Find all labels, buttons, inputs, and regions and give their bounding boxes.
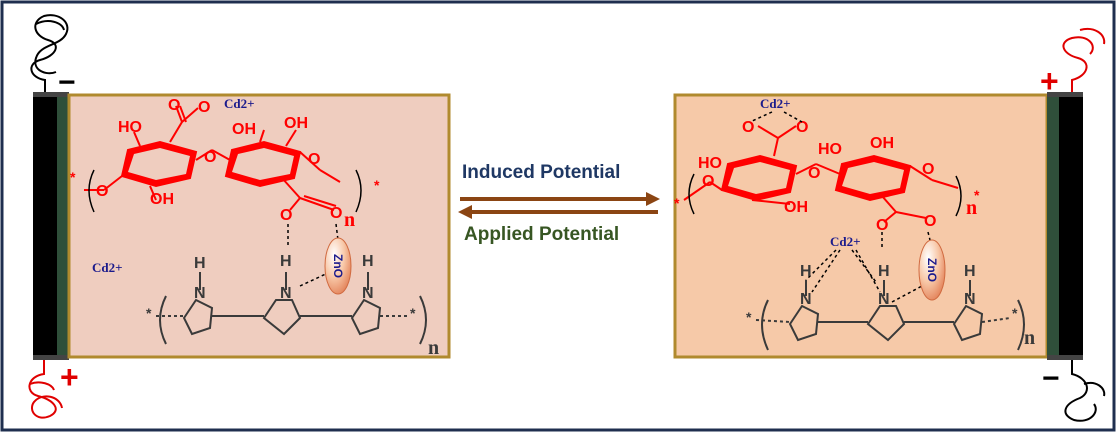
h-label: H [800,263,812,280]
right-electrode-black [1059,95,1083,357]
right-zno-particle [918,239,946,301]
right-electrode-cap-top [1047,92,1083,97]
o-label: O [330,205,342,222]
zno-label: ZnO [331,254,345,278]
left-alginate-chain [84,105,341,211]
equilibrium-arrows [458,192,660,219]
induced-potential-label: Induced Potential [462,162,621,183]
ho-label: HO [118,119,142,136]
left-alginate-brackets [88,169,362,213]
left-electrode [33,92,69,360]
star-label: * [374,177,380,193]
cd-ion-label: Cd2+ [830,234,861,249]
o-label: O [96,183,108,200]
n-atom-label: N [878,291,890,308]
star-label: * [146,305,152,321]
right-polypyrrole [755,280,1025,351]
left-panel [67,93,451,359]
o-label: O [308,151,320,168]
oh-label: OH [784,199,808,216]
o-label: O [702,173,714,190]
right-alginate-labels: O O HO HO OH OH O O O O O * * [674,119,980,234]
o-label: O [808,165,820,182]
n-atom-label: N [964,291,976,308]
backward-arrowhead [458,205,472,219]
left-zno-particle [324,237,352,295]
right-top-chelation [749,111,803,123]
star-label: * [70,169,76,185]
o-label: O [198,99,210,116]
right-bottom-chelation [805,231,931,303]
right-electrode [1047,92,1083,360]
right-alginate-brackets [688,173,962,217]
o-label: O [796,119,808,136]
left-electrode-black [33,95,57,357]
right-panel [673,93,1049,359]
h-label: H [194,255,206,272]
left-hydrogen-bonds [287,223,339,287]
cd-ion-label: Cd2+ [92,260,123,275]
left-alginate-n: n [344,209,355,231]
left-polypyrrole [156,272,427,345]
star-label: * [674,195,680,211]
right-alginate-n: n [966,197,977,219]
h-label: H [878,263,890,280]
n-atom-label: N [362,285,374,302]
cd-ion-label: Cd2+ [224,96,255,111]
left-plus-sign: + [60,359,79,395]
right-polypyrrole-labels: H H H N N N * * [746,263,1018,325]
left-bottom-wire: + [28,359,79,419]
right-polypyrrole-n: n [1024,327,1035,349]
left-electrode-cap-top [33,92,69,97]
right-plus-sign: + [1040,63,1059,99]
right-minus-sign: − [1042,362,1060,395]
o-label: O [742,119,754,136]
star-label: * [410,305,416,321]
star-label: * [974,187,980,203]
applied-potential-label: Applied Potential [464,224,620,245]
star-label: * [746,309,752,325]
right-electrode-green [1047,95,1059,357]
ho-label: HO [698,155,722,172]
cd-ion-label: Cd2+ [760,96,791,111]
right-bottom-wire: − [1042,360,1106,422]
left-minus-sign: − [58,66,76,99]
ho-label: HO [818,141,842,158]
oh-label: OH [232,121,256,138]
left-electrode-cap-bottom [33,355,69,360]
o-label: O [204,149,216,166]
h-label: H [280,253,292,270]
right-electrode-cap-bottom [1047,355,1083,360]
forward-arrowhead [646,192,660,206]
n-atom-label: N [800,291,812,308]
left-top-wire: − [30,14,76,99]
right-top-wire: + [1040,28,1106,99]
n-atom-label: N [194,285,206,302]
o-label: O [280,207,292,224]
h-label: H [362,253,374,270]
oh-label: OH [870,135,894,152]
o-label: O [876,217,888,234]
star-label: * [1012,305,1018,321]
n-atom-label: N [280,285,292,302]
right-alginate-chain [683,125,959,223]
left-electrode-green [57,95,69,357]
left-polypyrrole-labels: H H H N N N * * [146,253,416,321]
o-label: O [924,213,936,230]
zno-label: ZnO [925,258,939,282]
h-label: H [964,263,976,280]
o-label: O [922,161,934,178]
left-polypyrrole-n: n [428,337,439,359]
oh-label: OH [284,115,308,132]
oh-label: OH [150,191,174,208]
o-label: O [168,97,180,114]
left-alginate-labels: O O HO OH OH O OH O O O O * * [70,97,380,224]
